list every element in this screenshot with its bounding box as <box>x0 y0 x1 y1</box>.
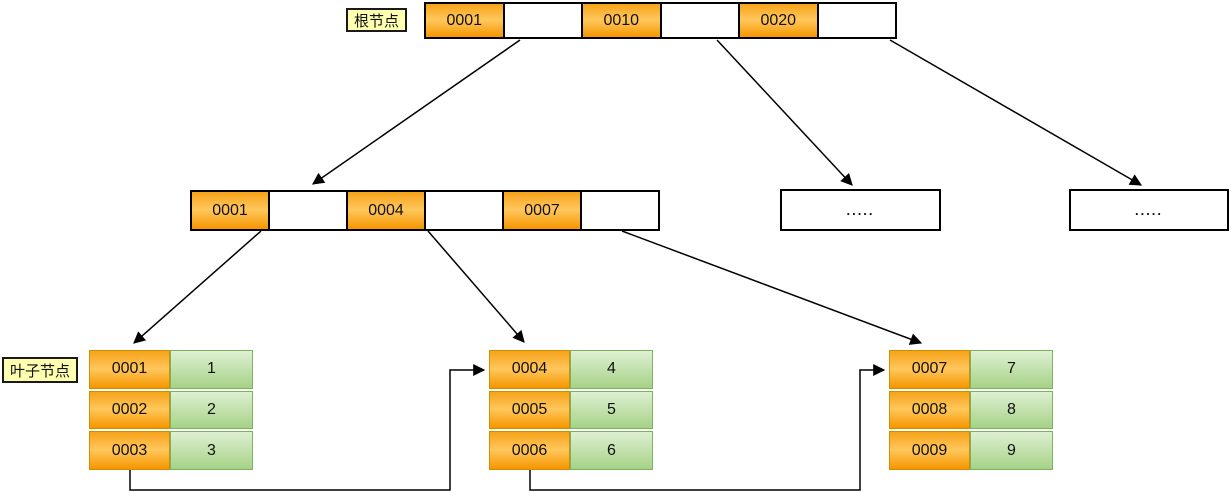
leaf-value-cell: 3 <box>170 431 253 470</box>
internal-key-cell: 0004 <box>346 192 424 229</box>
leaf-key-cell: 0008 <box>889 390 970 430</box>
leaf-node-3: 0007 7 0008 8 0009 9 <box>889 350 1053 470</box>
internal-key-cell: 0007 <box>502 192 580 229</box>
ellipsis-node-2: ..... <box>1069 189 1229 231</box>
ellipsis-node-1: ..... <box>780 189 941 231</box>
leaf-node-2: 0004 4 0005 5 0006 6 <box>489 350 653 470</box>
edge-internal-to-leaf-2 <box>427 230 525 343</box>
root-key-cell: 0020 <box>738 4 817 37</box>
leaf-value-cell: 9 <box>970 431 1053 470</box>
edge-root-to-internal <box>312 39 521 185</box>
leaf-key-cell: 0005 <box>489 390 570 430</box>
leaf-key-cell: 0002 <box>89 390 170 430</box>
leaf-value-cell: 4 <box>570 350 653 389</box>
edge-internal-to-leaf-3 <box>621 230 923 345</box>
leaf-node-1: 0001 1 0002 2 0003 3 <box>89 350 253 470</box>
leaf-value-cell: 8 <box>970 390 1053 430</box>
root-key-cell: 0010 <box>581 4 660 37</box>
internal-node: 0001 0004 0007 <box>190 190 660 231</box>
root-pointer-cell <box>502 4 581 37</box>
root-key-cell: 0001 <box>426 4 503 37</box>
leaf-key-cell: 0001 <box>89 350 170 389</box>
root-pointer-cell <box>816 4 895 37</box>
internal-pointer-cell <box>580 192 658 229</box>
internal-pointer-cell <box>268 192 346 229</box>
leaf-key-cell: 0004 <box>489 350 570 389</box>
leaf-value-cell: 7 <box>970 350 1053 389</box>
leaf-key-cell: 0009 <box>889 431 970 470</box>
edge-root-to-ellipsis-2 <box>889 39 1143 186</box>
root-node: 0001 0010 0020 <box>424 2 897 39</box>
internal-key-cell: 0001 <box>192 192 268 229</box>
leaf-key-cell: 0003 <box>89 431 170 470</box>
root-pointer-cell <box>659 4 738 37</box>
leaf-value-cell: 5 <box>570 390 653 430</box>
edge-root-to-ellipsis-1 <box>716 39 853 186</box>
root-node-label: 根节点 <box>346 8 408 32</box>
leaf-key-cell: 0006 <box>489 431 570 470</box>
leaf-value-cell: 6 <box>570 431 653 470</box>
leaf-node-label: 叶子节点 <box>2 357 79 383</box>
leaf-value-cell: 1 <box>170 350 253 389</box>
internal-pointer-cell <box>424 192 502 229</box>
edge-internal-to-leaf-1 <box>133 230 262 344</box>
leaf-key-cell: 0007 <box>889 350 970 389</box>
leaf-value-cell: 2 <box>170 390 253 430</box>
